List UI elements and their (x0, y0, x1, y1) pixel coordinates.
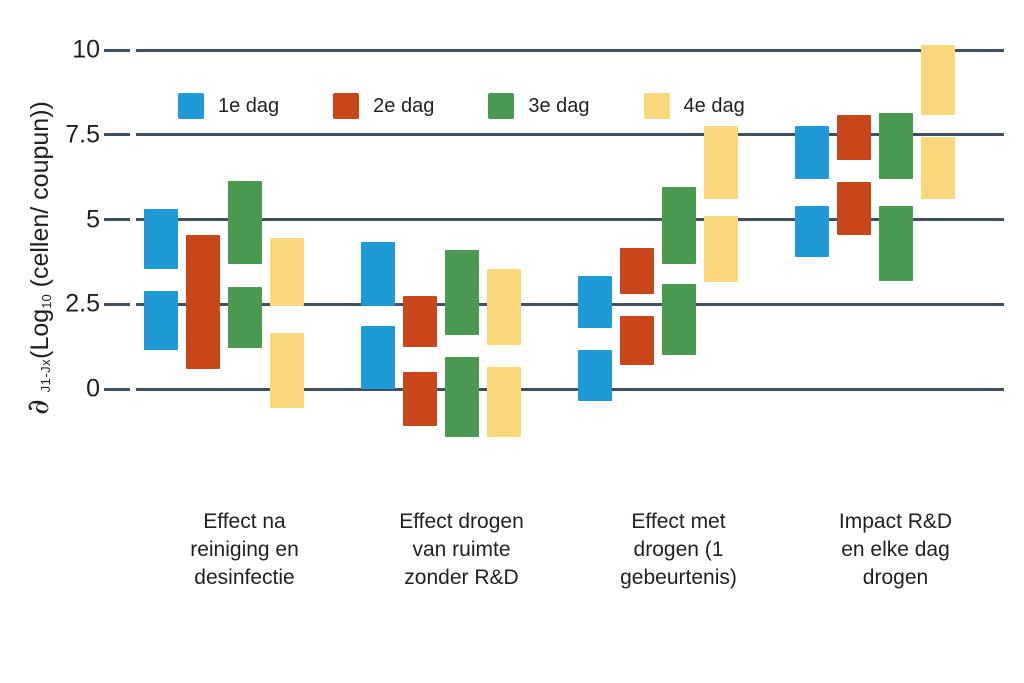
legend-swatch-icon (488, 93, 515, 119)
bar-c0-s3-lower (270, 333, 304, 408)
legend-item-1e-dag[interactable]: 1e dag (178, 93, 279, 119)
y-tick-label-10: 10 (72, 35, 100, 64)
bar-c1-s1-upper (403, 295, 437, 347)
legend-item-4e-dag[interactable]: 4e dag (643, 93, 745, 119)
bar-c3-s1-lower (837, 182, 871, 235)
y-tick-label-0: 0 (86, 374, 100, 403)
x-axis-label-line: en elke dag (841, 538, 950, 561)
legend-label: 1e dag (218, 94, 280, 117)
y-tick-mark (104, 387, 130, 391)
plot-area (136, 40, 1004, 444)
bar-c3-s2-lower (879, 206, 913, 281)
legend-item-2e-dag[interactable]: 2e dag (333, 93, 434, 119)
bar-c1-s2-upper (445, 250, 479, 335)
chart-legend: 1e dag 2e dag 3e dag 4e dag (178, 93, 799, 119)
x-axis-label-line: Impact R&D (838, 510, 953, 533)
y-tick-label-2-5: 2.5 (65, 289, 100, 318)
x-axis-label-line: van ruimte (412, 538, 511, 561)
bar-c2-s0-lower (578, 350, 612, 401)
y-tick-mark (104, 48, 130, 52)
gridline-2-5 (136, 302, 1004, 306)
y-tick-mark (104, 133, 130, 137)
x-axis-label-0: Effect na reiniging en desinfectie (136, 508, 353, 618)
bar-c3-s1-upper (837, 114, 871, 161)
bar-c2-s2-lower (662, 284, 696, 356)
bar-c3-s0-upper (795, 126, 829, 179)
x-axis-label-1: Effect drogen van ruimte zonder R&D (353, 508, 570, 618)
legend-swatch-icon (178, 93, 204, 119)
bar-c2-s0-upper (578, 275, 612, 329)
bar-c3-s0-lower (795, 206, 829, 257)
gridline-0 (136, 387, 1004, 391)
bar-c0-s2-upper (228, 180, 262, 264)
legend-item-3e-dag[interactable]: 3e dag (488, 93, 590, 119)
bar-c2-s1-upper (620, 248, 654, 295)
gridline-10 (136, 48, 1004, 52)
y-axis-ticks: 10 7.5 5 2.5 0 (0, 36, 130, 444)
x-axis-label-line: drogen (1 (633, 538, 724, 561)
bar-c1-s1-lower (403, 372, 437, 427)
bar-c0-s3-upper (270, 238, 304, 307)
bar-c2-s2-upper (662, 187, 696, 264)
x-axis-label-line: zonder R&D (404, 566, 519, 589)
bar-c1-s2-lower (445, 356, 479, 437)
x-axis-label-3: Impact R&D en elke dag drogen (787, 508, 1004, 618)
bar-c0-s0-lower (144, 290, 178, 351)
bar-c2-s3-upper (704, 126, 738, 200)
x-axis-label-line: Effect na (203, 510, 286, 533)
y-tick-label-5: 5 (86, 205, 100, 234)
legend-swatch-icon (333, 93, 360, 119)
bar-c3-s3-upper (921, 45, 955, 115)
x-axis-label-line: drogen (862, 566, 929, 589)
bar-c1-s0-lower (361, 326, 395, 390)
y-tick-mark (104, 302, 130, 306)
bar-c2-s3-lower (704, 216, 738, 283)
y-tick-mark (104, 218, 130, 222)
bar-c1-s0-upper (361, 241, 395, 307)
bar-c0-s2-lower (228, 287, 262, 349)
x-axis-label-line: Effect met (631, 510, 726, 533)
bar-c3-s2-upper (879, 112, 913, 179)
gridline-5 (136, 218, 1004, 222)
y-tick-label-7-5: 7.5 (65, 120, 100, 149)
x-axis-label-line: desinfectie (194, 566, 295, 589)
x-axis-label-line: Effect drogen (399, 510, 524, 533)
x-axis-category-labels: Effect na reiniging en desinfectie Effect d… (136, 508, 1004, 618)
bar-c0-s1-lower (186, 309, 220, 369)
legend-label: 4e dag (683, 94, 745, 117)
bar-c0-s1-upper (186, 234, 220, 310)
bar-c1-s3-lower (487, 367, 521, 437)
gridline-7-5 (136, 133, 1004, 137)
legend-label: 2e dag (373, 94, 435, 117)
legend-swatch-icon (643, 93, 670, 119)
x-axis-label-2: Effect met drogen (1 gebeurtenis) (570, 508, 787, 618)
bar-c0-s0-upper (144, 209, 178, 269)
bar-c3-s3-lower (921, 136, 955, 200)
bar-c1-s3-upper (487, 268, 521, 346)
bar-c2-s1-lower (620, 316, 654, 366)
legend-label: 3e dag (528, 94, 590, 117)
x-axis-label-line: gebeurtenis) (620, 566, 737, 589)
x-axis-label-line: reiniging en (190, 538, 299, 561)
